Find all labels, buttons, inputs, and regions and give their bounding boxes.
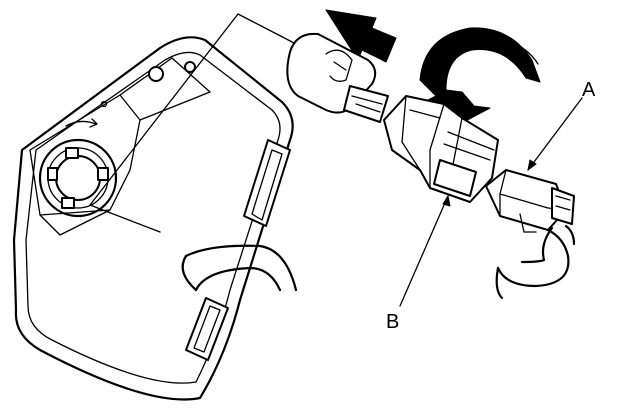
bulb-socket bbox=[383, 95, 499, 203]
callout-label-b: B bbox=[386, 311, 399, 333]
socket-opening bbox=[38, 138, 118, 218]
reflector-windows bbox=[185, 139, 291, 361]
connector-wire bbox=[495, 224, 576, 300]
twist-arrow-icon bbox=[419, 27, 541, 127]
wedge-bulb bbox=[286, 32, 389, 123]
housing-wire bbox=[181, 244, 298, 292]
wire-connector bbox=[485, 169, 575, 233]
callout-leaders bbox=[399, 97, 583, 307]
lamp-housing bbox=[12, 13, 297, 401]
callout-label-a: A bbox=[582, 79, 596, 101]
